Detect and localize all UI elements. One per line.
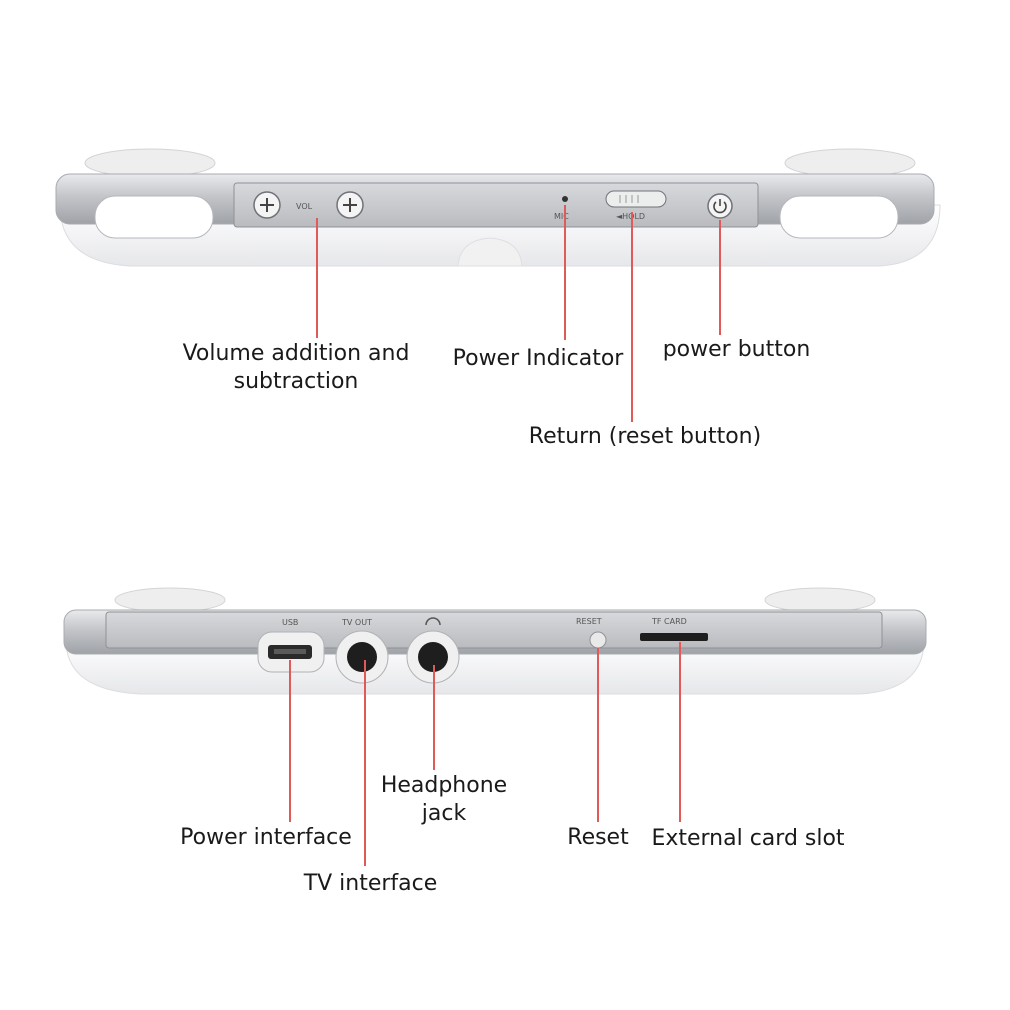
label-power-interface: Power interface — [180, 825, 352, 850]
reset-engraving: RESET — [576, 617, 602, 626]
top-device: VOL MIC ◄HOLD — [55, 148, 941, 267]
label-volume-line1: Volume addition and — [182, 341, 410, 366]
volume-buttons: VOL — [253, 191, 364, 219]
tf-card-slot — [640, 633, 708, 641]
tv-out-jack: TV OUT — [335, 618, 389, 684]
power-indicator-led — [562, 196, 568, 202]
label-headphone-line2: jack — [421, 801, 467, 826]
mic-engraving: MIC — [554, 212, 569, 221]
tf-card-engraving: TF CARD — [651, 617, 687, 626]
vol-engraving: VOL — [296, 202, 313, 211]
headphone-jack — [406, 617, 460, 684]
bottom-callout-lines — [289, 642, 681, 866]
label-volume-line2: subtraction — [233, 369, 359, 394]
usb-port: USB — [257, 618, 325, 673]
label-headphone-line1: Headphone — [380, 773, 508, 798]
label-power-button: power button — [662, 337, 811, 362]
tv-out-engraving: TV OUT — [341, 618, 372, 627]
hold-slider — [605, 190, 667, 208]
usb-engraving: USB — [282, 618, 298, 627]
hold-engraving: ◄HOLD — [616, 212, 645, 221]
label-external-card-slot: External card slot — [651, 826, 845, 851]
headphone-icon — [425, 617, 441, 626]
label-tv-interface: TV interface — [303, 871, 438, 896]
label-return-reset: Return (reset button) — [528, 424, 762, 449]
label-headphone: Headphone jack — [375, 772, 513, 828]
bottom-device: USB TV OUT RESET TF CARD — [63, 587, 927, 695]
label-reset: Reset — [567, 825, 629, 850]
label-volume: Volume addition and subtraction — [170, 340, 422, 396]
top-callout-lines — [316, 205, 721, 422]
label-power-indicator: Power Indicator — [452, 346, 624, 371]
reset-pinhole — [589, 631, 607, 649]
